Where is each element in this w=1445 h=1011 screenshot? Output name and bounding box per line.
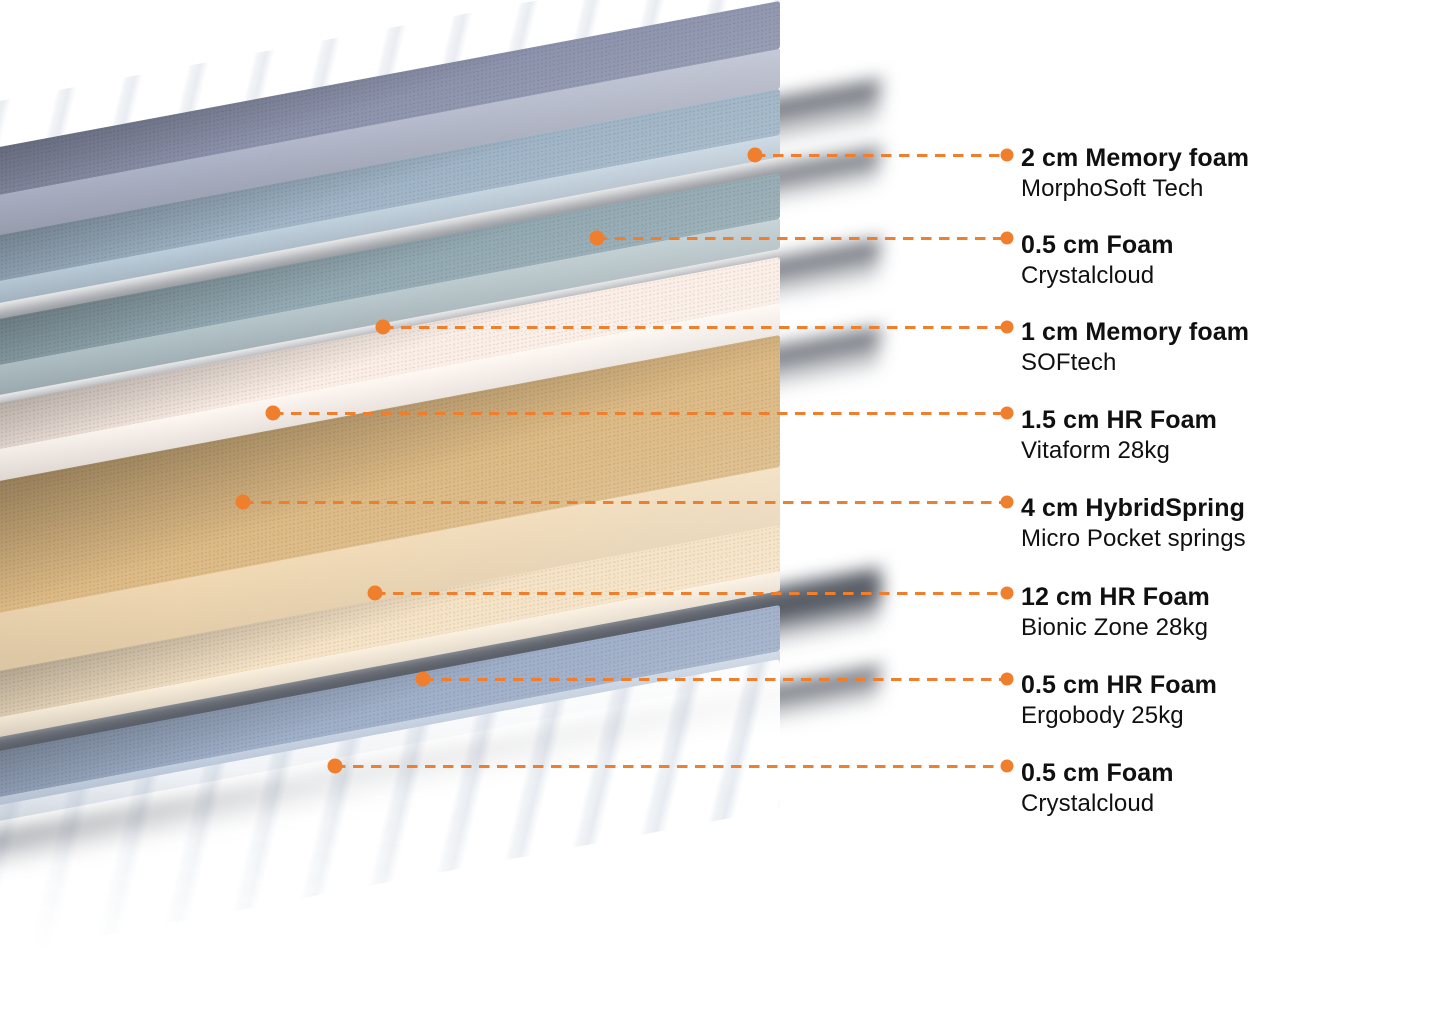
callout-label-dot[interactable] bbox=[1000, 759, 1014, 773]
layer-title: 1 cm Memory foam bbox=[1021, 318, 1250, 346]
callout-leader-line bbox=[597, 237, 1007, 240]
callout-leader-line bbox=[375, 592, 1007, 595]
callout-label-dot[interactable] bbox=[1000, 148, 1014, 162]
callout-label-dot[interactable] bbox=[1000, 586, 1014, 600]
callout-leader-line bbox=[243, 501, 1007, 504]
mattress-illustration bbox=[0, 0, 880, 963]
layer-subtitle: Bionic Zone 28kg bbox=[1021, 614, 1209, 641]
layer-title: 1.5 cm HR Foam bbox=[1021, 406, 1217, 434]
layer-title: 0.5 cm HR Foam bbox=[1021, 671, 1217, 699]
layer-subtitle: Vitaform 28kg bbox=[1021, 437, 1170, 464]
callout-anchor-dot[interactable] bbox=[265, 405, 281, 421]
layer-title: 0.5 cm Foam bbox=[1021, 231, 1174, 259]
layer-title: 12 cm HR Foam bbox=[1021, 583, 1210, 611]
layer-subtitle: Micro Pocket springs bbox=[1021, 525, 1246, 552]
callout-anchor-dot[interactable] bbox=[375, 319, 391, 335]
layer-title: 0.5 cm Foam bbox=[1021, 759, 1174, 787]
callout-label-dot[interactable] bbox=[1000, 672, 1014, 686]
callout-leader-line bbox=[273, 412, 1007, 415]
layer-subtitle: MorphoSoft Tech bbox=[1021, 175, 1204, 202]
layer-subtitle: Crystalcloud bbox=[1021, 790, 1155, 817]
callout-label-dot[interactable] bbox=[1000, 231, 1014, 245]
callout-label-dot[interactable] bbox=[1000, 320, 1014, 334]
callout-leader-line bbox=[755, 154, 1007, 157]
callout-leader-line bbox=[383, 326, 1007, 329]
layer-title: 2 cm Memory foam bbox=[1021, 144, 1250, 172]
callout-anchor-dot[interactable] bbox=[327, 758, 343, 774]
callout-label-dot[interactable] bbox=[1000, 406, 1014, 420]
callout-leader-line bbox=[423, 678, 1007, 681]
callout-leader-line bbox=[335, 765, 1007, 768]
layer-subtitle: SOFtech bbox=[1021, 349, 1117, 376]
callout-anchor-dot[interactable] bbox=[589, 230, 605, 246]
layer-subtitle: Crystalcloud bbox=[1021, 262, 1155, 289]
callout-anchor-dot[interactable] bbox=[415, 671, 431, 687]
callout-anchor-dot[interactable] bbox=[235, 494, 251, 510]
callout-label-dot[interactable] bbox=[1000, 495, 1014, 509]
callout-anchor-dot[interactable] bbox=[747, 147, 763, 163]
layer-title: 4 cm HybridSpring bbox=[1021, 494, 1245, 522]
layer-subtitle: Ergobody 25kg bbox=[1021, 702, 1184, 729]
callout-anchor-dot[interactable] bbox=[367, 585, 383, 601]
